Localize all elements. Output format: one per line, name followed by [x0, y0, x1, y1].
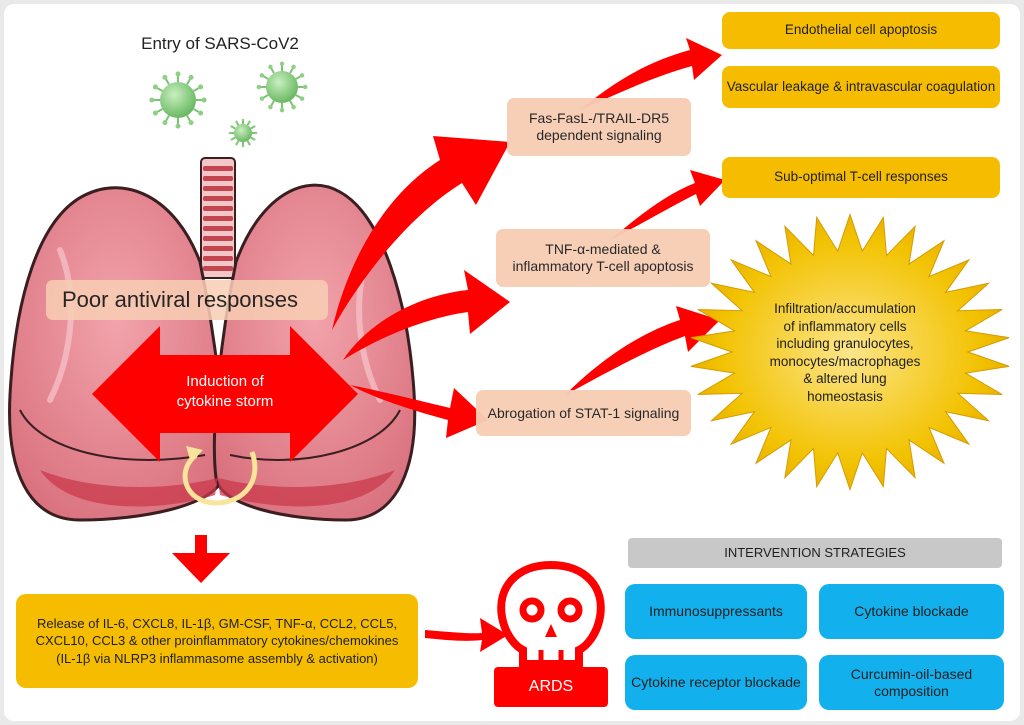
release-line: Release of IL-6, CXCL8, IL-1β, GM-CSF, T…: [36, 615, 398, 631]
poor-responses-text: Poor antiviral responses: [62, 286, 299, 312]
intervention-item-text: Cytokine receptor blockade: [631, 674, 801, 691]
intervention-item-text: Cytokine blockade: [854, 603, 969, 620]
outcome-tcell-text: Sub-optimal T-cell responses: [774, 169, 948, 185]
starburst-line: & altered lung: [803, 371, 887, 387]
intervention-item-text: Immunosuppressants: [649, 603, 783, 620]
release-line: CXCL10, CCL3 & other proinflammatory cyt…: [35, 633, 399, 649]
poor-responses-label: Poor antiviral responses: [46, 280, 328, 320]
virus-icon: [149, 61, 308, 148]
starburst-line: Infiltration/accumulation: [774, 301, 916, 316]
release-box: Release of IL-6, CXCL8, IL-1β, GM-CSF, T…: [16, 594, 418, 688]
outcome-endothelial: Endothelial cell apoptosis: [722, 12, 1000, 49]
pathway-fas: Fas-FasL-/TRAIL-DR5 dependent signaling: [507, 98, 691, 156]
outcome-vascular-text: Vascular leakage & intravascular coagula…: [726, 78, 996, 94]
entry-label: Entry of SARS-CoV2: [141, 34, 299, 53]
intervention-cytokine-blockade: Cytokine blockade: [819, 584, 1004, 639]
intervention-curcumin: Curcumin-oil-based composition: [819, 655, 1004, 710]
storm-line1: Induction of: [186, 373, 264, 390]
storm-line2: cytokine storm: [176, 393, 274, 411]
signal-arrows: [172, 38, 725, 652]
pathway-stat1-text: Abrogation of STAT-1 signaling: [487, 404, 680, 421]
storm-label: Induction of cytokine storm: [155, 372, 295, 413]
intervention-title: INTERVENTION STRATEGIES: [628, 538, 1002, 568]
outcome-vascular: Vascular leakage & intravascular coagula…: [722, 66, 1000, 108]
pathway-tnf-line1: TNF-α-mediated &: [545, 241, 661, 258]
starburst-line: of inflammatory cells: [783, 318, 907, 334]
starburst-line: including granulocytes,: [776, 336, 914, 352]
trachea-icon: [200, 157, 236, 279]
skull-icon: [497, 560, 605, 668]
starburst-text: Infiltration/accumulation of inflammator…: [745, 300, 945, 405]
ards-text: ARDS: [528, 678, 574, 696]
intervention-immunosuppressants: Immunosuppressants: [625, 584, 807, 639]
outcome-endothelial-text: Endothelial cell apoptosis: [784, 22, 938, 38]
outcome-tcell: Sub-optimal T-cell responses: [722, 157, 1000, 198]
cytokine-storm-arrow: [92, 326, 358, 462]
intervention-item-text: Curcumin-oil-based: [850, 665, 973, 682]
intervention-title-text: INTERVENTION STRATEGIES: [724, 545, 906, 561]
starburst-line: homeostasis: [807, 388, 883, 404]
pathway-stat1: Abrogation of STAT-1 signaling: [476, 390, 691, 436]
pathway-tnf: TNF-α-mediated & inflammatory T-cell apo…: [496, 229, 710, 287]
starburst-line: monocytes/macrophages: [769, 353, 921, 369]
ards-badge: ARDS: [494, 667, 608, 707]
pathway-tnf-line2: inflammatory T-cell apoptosis: [512, 258, 694, 274]
starburst: [690, 212, 1010, 492]
release-line: (IL-1β via NLRP3 inflammasome assembly &…: [56, 650, 378, 666]
intervention-receptor-blockade: Cytokine receptor blockade: [625, 655, 807, 710]
intervention-item-text: composition: [874, 682, 949, 699]
pathway-fas-line2: dependent signaling: [536, 127, 662, 143]
loop-arrow-icon: [182, 446, 258, 506]
pathway-fas-line1: Fas-FasL-/TRAIL-DR5: [528, 110, 670, 127]
